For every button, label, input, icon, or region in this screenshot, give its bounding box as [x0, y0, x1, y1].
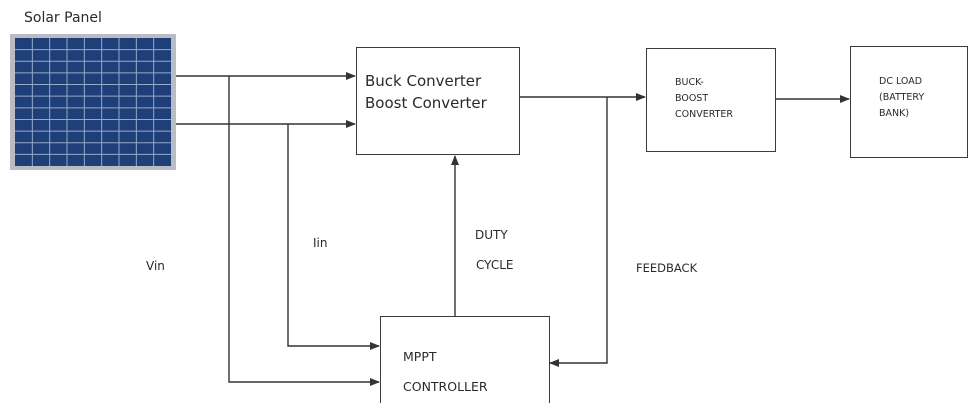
controller-label: CONTROLLER	[403, 379, 488, 394]
feedback-label: FEEDBACK	[636, 261, 698, 275]
buck-boost-converter-block: Buck Converter Boost Converter	[356, 47, 520, 155]
buck-boost-line3: CONVERTER	[675, 109, 734, 120]
solar-panel-image	[10, 34, 176, 170]
dc-load-line3: BANK)	[879, 108, 910, 119]
mppt-label: MPPT	[403, 349, 437, 364]
iin-label: Iin	[313, 236, 328, 250]
dc-load-line1: DC LOAD	[879, 76, 923, 87]
boost-converter-label: Boost Converter	[365, 94, 487, 112]
buck-boost-line2: BOOST	[675, 93, 709, 104]
wire-vin	[228, 76, 380, 386]
dc-load-line2: (BATTERY	[879, 92, 925, 103]
solar-panel-label: Solar Panel	[24, 10, 102, 26]
buck-boost-line1: BUCK-	[675, 77, 704, 88]
solar-panel-cells	[15, 38, 171, 166]
dc-load-block: DC LOAD (BATTERY BANK)	[850, 46, 968, 158]
wire-feedback	[549, 97, 608, 367]
cycle-label: CYCLE	[476, 258, 514, 272]
vin-label: Vin	[146, 259, 165, 273]
buck-converter-label: Buck Converter	[365, 72, 482, 90]
buck-boost-output-converter-block: BUCK- BOOST CONVERTER	[646, 48, 776, 152]
duty-label: DUTY	[475, 228, 508, 242]
wire-iin	[287, 124, 380, 350]
mppt-controller-block: MPPT CONTROLLER	[380, 316, 550, 403]
